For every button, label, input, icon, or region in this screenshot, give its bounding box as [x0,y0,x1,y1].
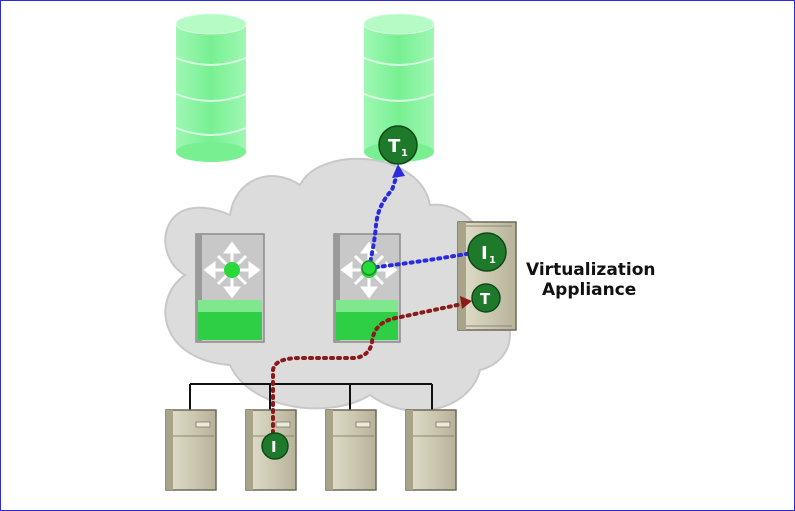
appliance-label-line2: Appliance [542,280,636,300]
target-t-badge: T [471,283,501,313]
blue-arrowhead [392,164,405,178]
svg-text:1: 1 [401,148,408,159]
initiator-i1-badge: I 1 [467,232,507,272]
network-switch-icon [195,233,265,343]
red-arrowhead [460,296,472,309]
storage-disk-icon [363,13,435,162]
blue-data-path [367,170,474,270]
target-t1-badge: T 1 [378,125,418,165]
svg-text:T: T [480,290,491,308]
svg-text:1: 1 [489,255,496,266]
appliance-label-line1: Virtualization [526,260,656,280]
svg-text:I: I [271,438,277,456]
red-data-path [271,302,464,442]
svg-text:T: T [388,136,401,157]
network-bus [189,383,433,410]
server-tower-icon [405,409,457,491]
switch-port-dot [361,260,377,276]
svg-text:I: I [481,243,488,264]
server-tower-icon [165,409,217,491]
storage-disk-icon [175,13,247,162]
network-switch-icon [333,233,401,343]
server-tower-icon [325,409,377,491]
initiator-i-badge: I [261,432,289,460]
